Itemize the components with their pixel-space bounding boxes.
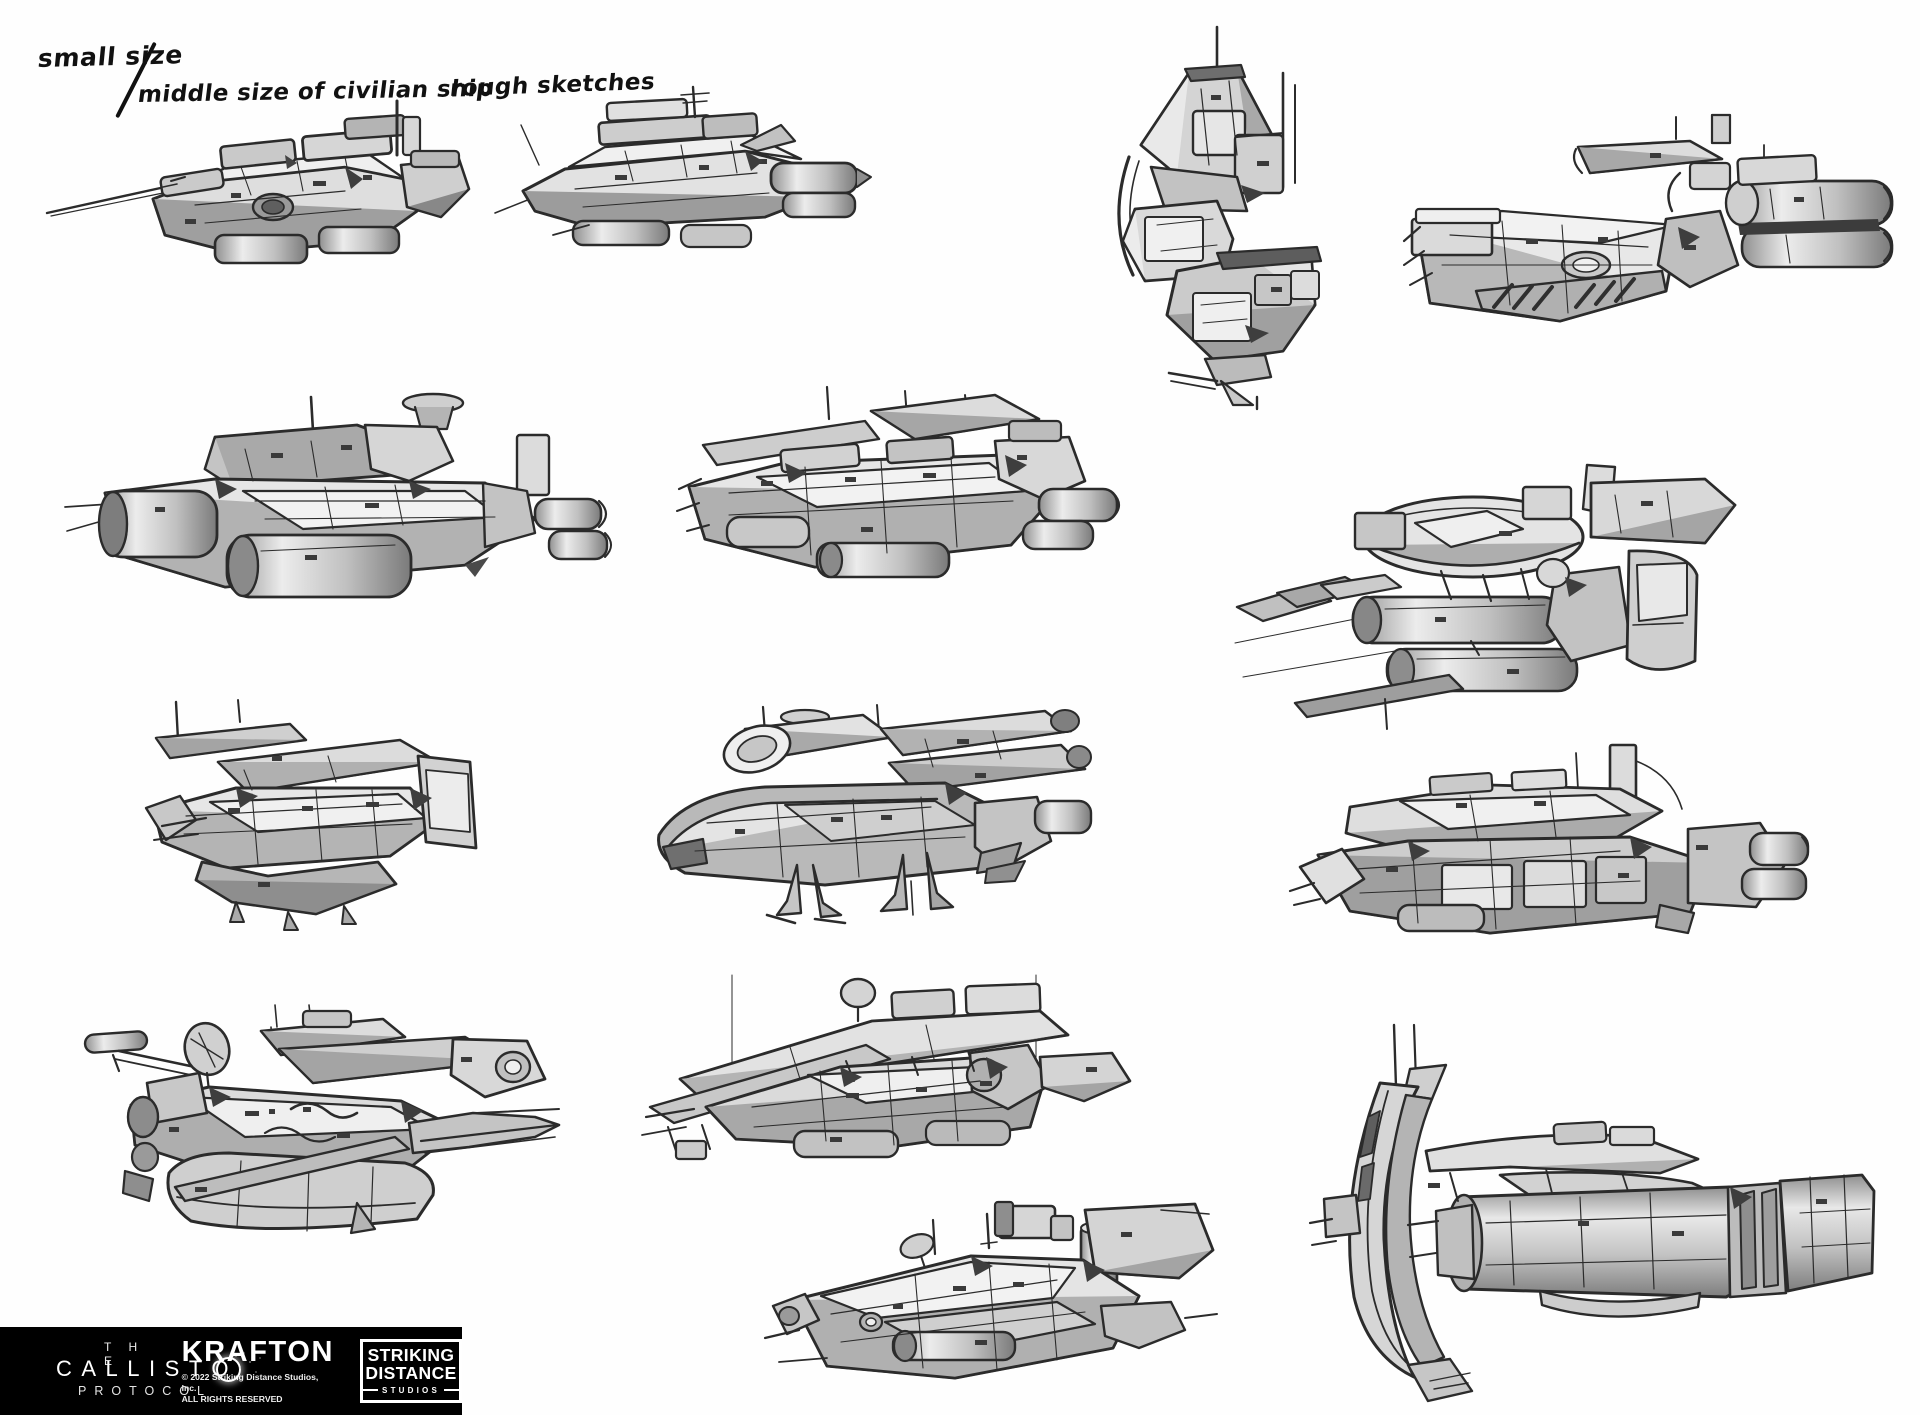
sketch-ship-03-vertical-crescent-station-ship [1105, 25, 1330, 411]
sketch-ship-08-winged-lander-with-ramp [140, 699, 540, 935]
sds-right-bar-icon [444, 1389, 459, 1392]
callisto-title-text: CALLISTO [56, 1356, 238, 1381]
sketch-ship-09-rounded-tug-with-landing-legs [645, 704, 1110, 955]
footer-logo-bar: T H E CALLISTO PROTOCOL KRAFTON © 2022 S… [0, 1327, 462, 1415]
sds-left-bar-icon [363, 1389, 379, 1392]
sketch-ship-04-boxy-freighter-with-twin-engine-pods [1390, 113, 1905, 385]
sketch-ship-01-angular-gunship-with-bowsprit [45, 95, 471, 285]
callisto-protocol-logo: T H E CALLISTO PROTOCOL [56, 1336, 266, 1406]
sketch-ship-06-flatbed-cargo-hauler [665, 385, 1125, 630]
sketch-ship-14-crescent-prow-bulk-tanker [1308, 1023, 1895, 1405]
rights-reserved-line: ALL RIGHTS RESERVED [181, 1393, 283, 1404]
sds-studios-text: STUDIOS [382, 1385, 440, 1395]
annotation-small-size: small size [36, 40, 185, 73]
sds-striking-text: STRIKING [367, 1345, 455, 1366]
sds-studios-row: STUDIOS [363, 1386, 459, 1395]
callisto-the-text: T H E [104, 1340, 145, 1368]
callisto-particle-dust-icon [232, 1350, 266, 1386]
sketch-ship-12-swept-wing-clipper [640, 974, 1145, 1195]
sds-distance-text: DISTANCE [365, 1363, 457, 1383]
sketch-ship-02-elongated-destroyer-with-spine-mast [494, 85, 875, 265]
sketch-ship-10-long-spine-carrier-with-mast [1288, 743, 1815, 965]
sketch-ship-05-double-hull-barge-with-radar-dome [64, 392, 615, 645]
sketch-ship-07-dart-prow-tanker-with-rail-pylons [1234, 463, 1740, 730]
striking-distance-studios-logo: STRIKING DISTANCE STUDIOS [360, 1339, 462, 1403]
callisto-protocol-text: PROTOCOL [78, 1384, 212, 1398]
sketch-ship-13-low-slung-shuttle-with-antennae [763, 1190, 1260, 1410]
sketch-ship-11-twin-pontoon-survey-ship-with-dish [65, 1004, 561, 1275]
